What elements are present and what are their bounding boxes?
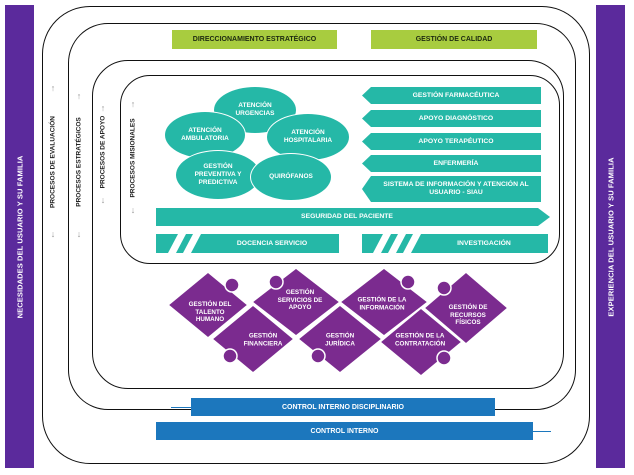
puzzle-label-talento: GESTIÓN DEL TALENTO HUMANO: [188, 300, 232, 323]
puzzle-label-recursos: GESTIÓN DE RECURSOS FÍSICOS: [448, 303, 488, 326]
puzzle-knob: [400, 274, 416, 290]
investigacion-stripe-3: [403, 234, 421, 253]
puzzle-label-juridica: GESTIÓN JURÍDICA: [325, 332, 355, 348]
service-enfermeria: ENFERMERÍA: [433, 159, 479, 167]
arrow-down-icon: ↓: [100, 195, 106, 205]
service-band-5: [362, 176, 541, 202]
arrow-down-icon: ↓: [50, 229, 56, 239]
puzzle-label-informacion: GESTIÓN DE LA INFORMACIÓN: [357, 296, 407, 312]
control-disciplinario-connector: [171, 407, 191, 409]
circle-gestion-preventiva: GESTIÓN PREVENTIVA Y PREDICTIVA: [175, 150, 261, 200]
circle-quirofanos: QUIRÓFANOS: [250, 153, 332, 201]
service-siau: SISTEMA DE INFORMACIÓN Y ATENCIÓN AL USU…: [383, 181, 529, 196]
puzzle-knob: [222, 348, 238, 364]
puzzle-label-financiera: GESTIÓN FINANCIERA: [243, 332, 283, 348]
puzzle-knob: [436, 280, 452, 296]
frame-misionales: [120, 75, 560, 264]
docencia-servicio-label: DOCENCIA SERVICIO: [236, 239, 308, 247]
puzzle-knob: [224, 277, 240, 293]
frame-evaluacion: [42, 6, 590, 464]
puzzle-knob: [436, 350, 452, 366]
docencia-stripe-2: [183, 234, 201, 253]
frame-apoyo: [92, 60, 564, 389]
gestion-calidad-box: GESTIÓN DE CALIDAD: [371, 30, 537, 49]
seguridad-paciente-label: SEGURIDAD DEL PACIENTE: [301, 213, 393, 220]
arrow-up-icon: ↑: [76, 91, 82, 101]
service-apoyo-terapeutico: APOYO TERAPÉUTICO: [418, 137, 494, 145]
docencia-stripe-1: [168, 234, 186, 253]
service-band-3: [362, 133, 541, 150]
docencia-band: [156, 234, 339, 253]
service-band-2: [362, 110, 541, 127]
right-side-bar: EXPERIENCIA DEL USUARIO Y SU FAMILIA: [596, 5, 625, 468]
service-band-4: [362, 155, 541, 172]
arrow-up-icon: ↑: [100, 103, 106, 113]
direccionamiento-estrategico-box: DIRECCIONAMIENTO ESTRATÉGICO: [172, 30, 337, 49]
arrow-down-icon: ↓: [76, 229, 82, 239]
arrow-up-icon: ↑: [130, 99, 136, 109]
seguridad-band: [156, 208, 550, 226]
service-band-1: [362, 87, 541, 104]
control-interno-disciplinario-bar: CONTROL INTERNO DISCIPLINARIO: [191, 398, 495, 416]
puzzle-label-servicios: GESTIÓN SERVICIOS DE APOYO: [277, 288, 323, 311]
arrow-up-icon: ↑: [50, 83, 56, 93]
service-apoyo-diagnostico: APOYO DIAGNÓSTICO: [418, 114, 494, 122]
puzzle-knob: [268, 274, 284, 290]
investigacion-stripe-2: [388, 234, 406, 253]
puzzle-knob: [310, 348, 326, 364]
arrow-down-icon: ↓: [130, 205, 136, 215]
control-interno-connector: [533, 431, 551, 433]
puzzle-label-contratacion: GESTIÓN DE LA CONTRATACIÓN: [395, 332, 446, 348]
left-side-bar: NECESIDADES DEL USUARIO Y SU FAMILIA: [5, 5, 34, 468]
service-gestion-farmaceutica: GESTIÓN FARMACÉUTICA: [412, 91, 500, 99]
control-interno-bar: CONTROL INTERNO: [156, 422, 533, 440]
investigacion-stripe-1: [373, 234, 391, 253]
investigacion-label: INVESTIGACIÓN: [457, 239, 511, 247]
